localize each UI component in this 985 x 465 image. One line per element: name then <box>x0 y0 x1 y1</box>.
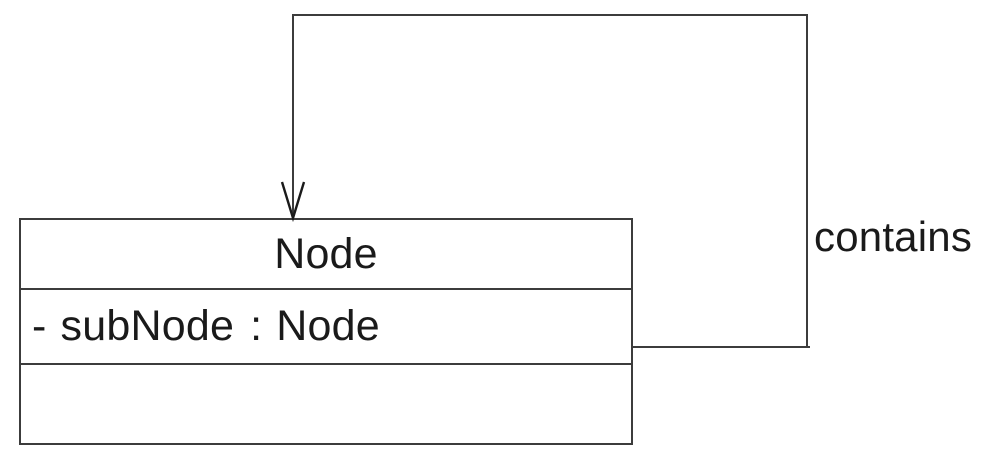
arrowhead-open-down-icon <box>280 181 306 223</box>
class-name-compartment: Node <box>21 220 631 290</box>
attribute-name-label: subNode <box>60 302 235 350</box>
association-segment-left[interactable] <box>292 14 294 218</box>
association-segment-top[interactable] <box>293 14 808 16</box>
association-label-contains: contains <box>814 213 973 260</box>
class-attributes-compartment: - subNode : Node <box>21 290 631 365</box>
class-box-node[interactable]: Node - subNode : Node <box>19 218 633 445</box>
association-segment-bottom[interactable] <box>633 346 810 348</box>
attribute-row: - subNode : Node <box>32 305 380 348</box>
attribute-type-label: Node <box>276 302 380 350</box>
attribute-visibility-marker: - <box>32 302 47 350</box>
class-operations-compartment <box>21 365 631 443</box>
attribute-separator: : <box>250 302 263 350</box>
class-name-label: Node <box>274 229 378 278</box>
association-segment-right[interactable] <box>806 14 808 348</box>
